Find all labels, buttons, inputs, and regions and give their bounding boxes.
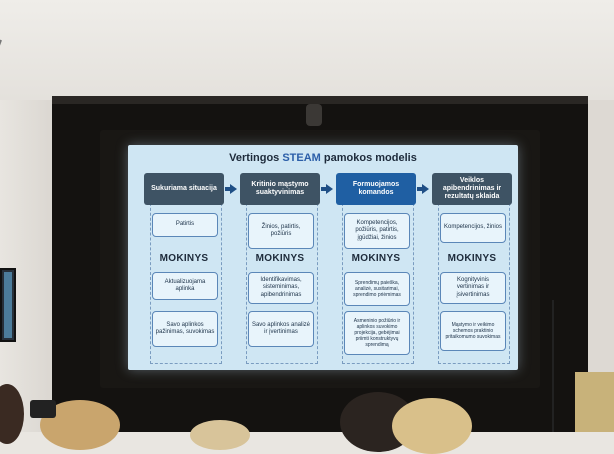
mokinys-label: MOKINYS bbox=[447, 253, 497, 264]
outcome-box: Identifikavimas, sisteminimas, apibendri… bbox=[248, 272, 314, 304]
arrow-right-icon bbox=[422, 184, 429, 194]
column-4: Veiklos apibendrinimas ir rezultatų skla… bbox=[432, 173, 512, 364]
column-bracket bbox=[342, 193, 414, 364]
lectern bbox=[575, 372, 614, 432]
stage-light bbox=[306, 104, 322, 126]
column-1: Sukuriama situacija Patirtis MOKINYS Akt… bbox=[144, 173, 224, 364]
tripod bbox=[552, 300, 554, 432]
audience-head bbox=[392, 398, 472, 454]
title-prefix: Vertingos bbox=[229, 152, 283, 164]
slide: Vertingos STEAM pamokos modelis Sukuriam… bbox=[128, 145, 518, 370]
column-2: Kritinio mąstymo suaktyvinimas Žinios, p… bbox=[240, 173, 320, 364]
mokinys-label: MOKINYS bbox=[255, 253, 305, 264]
title-suffix: pamokos modelis bbox=[320, 152, 417, 164]
outcome-box: Savo aplinkos analizė ir įvertinimas bbox=[248, 311, 314, 347]
mokinys-label: MOKINYS bbox=[351, 253, 401, 264]
column-bracket bbox=[246, 193, 318, 364]
outcome-box: Savo aplinkos pažinimas, suvokimas bbox=[152, 311, 218, 347]
column-bracket bbox=[150, 193, 222, 364]
input-box: Žinios, patirtis, požiūris bbox=[248, 213, 314, 249]
input-box: Kompetencijos, požiūris, patirtis, įgūdž… bbox=[344, 213, 410, 249]
column-header: Veiklos apibendrinimas ir rezultatų skla… bbox=[432, 173, 512, 205]
ceiling-beam bbox=[52, 96, 588, 104]
outcome-box: Kognityvinis vertinimas ir įsivertinimas bbox=[440, 272, 506, 304]
arrow-shaft bbox=[417, 187, 423, 191]
outcome-box: Asmeninio požiūrio ir aplinkos suvokimo … bbox=[344, 311, 410, 355]
column-header: Sukuriama situacija bbox=[144, 173, 224, 205]
column-bracket bbox=[438, 193, 510, 364]
mokinys-label: MOKINYS bbox=[159, 253, 209, 264]
wall bbox=[0, 0, 614, 100]
arrow-shaft bbox=[321, 187, 327, 191]
outcome-box: Sprendimų paieška, analizė, susitarimai,… bbox=[344, 272, 410, 306]
outcome-box: Aktualizuojama aplinka bbox=[152, 272, 218, 300]
outcome-box: Mąstymo ir veikimo schemos praktinio pri… bbox=[440, 311, 506, 351]
input-box: Kompetencijos, žinios bbox=[440, 213, 506, 243]
input-box: Patirtis bbox=[152, 213, 218, 237]
phone-camera bbox=[30, 400, 56, 418]
column-header: Kritinio mąstymo suaktyvinimas bbox=[240, 173, 320, 205]
wall-left bbox=[0, 100, 60, 432]
slide-title: Vertingos STEAM pamokos modelis bbox=[128, 152, 518, 164]
audience-head bbox=[190, 420, 250, 450]
column-header: Formuojamos komandos bbox=[336, 173, 416, 205]
arrow-right-icon bbox=[230, 184, 237, 194]
column-3: Formuojamos komandos Kompetencijos, poži… bbox=[336, 173, 416, 364]
title-highlight: STEAM bbox=[282, 152, 321, 164]
side-monitor bbox=[0, 268, 16, 342]
arrow-right-icon bbox=[326, 184, 333, 194]
arrow-shaft bbox=[225, 187, 231, 191]
